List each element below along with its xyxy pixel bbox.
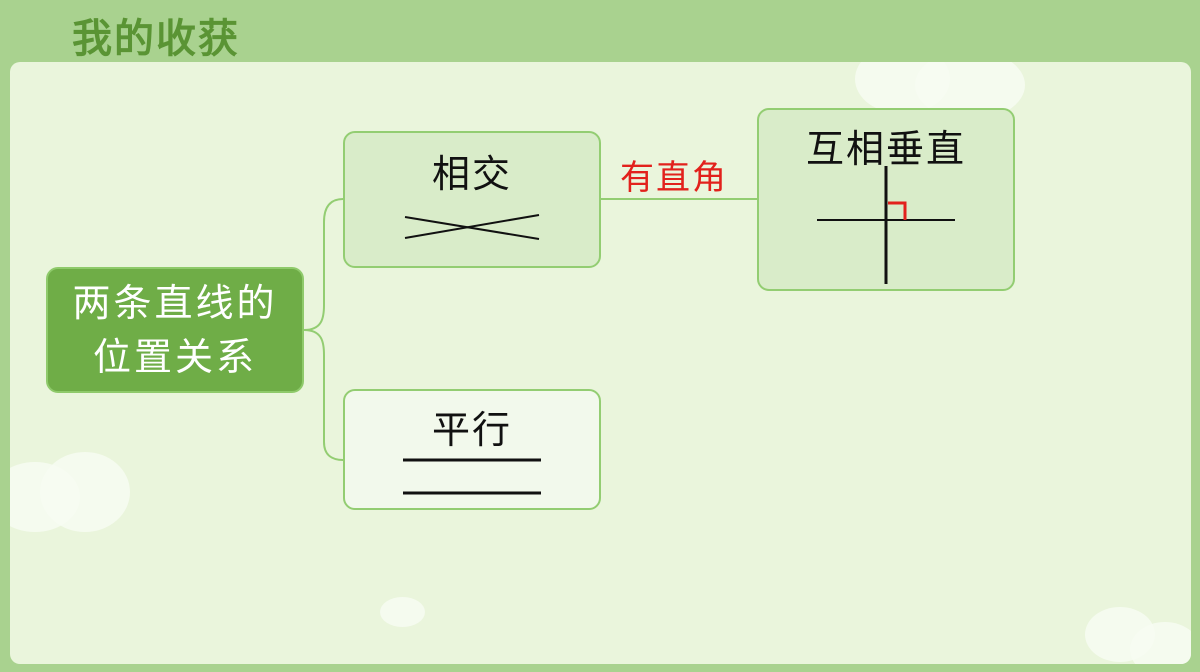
connector-root-to-intersect: [303, 198, 344, 331]
parallel-label: 平行: [431, 408, 512, 452]
root-label-line1: 两条直线的: [72, 281, 278, 325]
perpendicular-lines-figure: [817, 166, 955, 284]
perpendicular-node: 互相垂直: [757, 108, 1015, 291]
cloud-decoration: [1130, 622, 1191, 664]
parallel-node: 平行: [343, 389, 601, 510]
cloud-decoration: [40, 452, 130, 532]
root-node: 两条直线的 位置关系: [46, 267, 304, 393]
intersect-node: 相交: [343, 131, 601, 268]
connector-root-to-parallel: [303, 329, 344, 461]
cloud-decoration: [380, 597, 425, 627]
right-angle-mark: [888, 201, 907, 220]
intersecting-lines-figure: [404, 214, 540, 240]
root-label-line2: 位置关系: [92, 335, 257, 379]
right-angle-relation-label: 有直角: [620, 158, 728, 198]
intersect-label: 相交: [431, 152, 512, 196]
page-title: 我的收获: [72, 16, 240, 62]
parallel-lines-figure: [403, 458, 541, 495]
perpendicular-label: 互相垂直: [805, 127, 966, 171]
